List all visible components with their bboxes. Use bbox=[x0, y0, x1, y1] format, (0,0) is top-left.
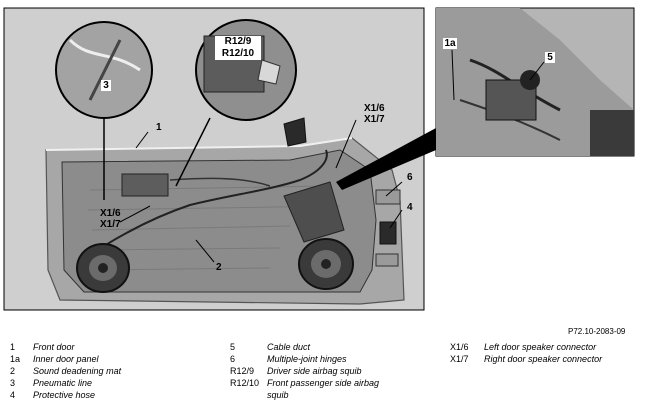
callout-sound-deadening-mat: 2 bbox=[216, 262, 222, 273]
legend-text: Cable duct bbox=[267, 342, 311, 352]
legend-text: Sound deadening mat bbox=[33, 366, 122, 376]
legend-code: 1 bbox=[10, 342, 16, 352]
legend-code: 1a bbox=[10, 354, 21, 364]
legend-code: 6 bbox=[230, 354, 236, 364]
callout-x1-7-left: X1/7 bbox=[100, 219, 121, 230]
legend-text: Front door bbox=[33, 342, 75, 352]
legend-code: 3 bbox=[10, 378, 16, 388]
airbag-module bbox=[121, 173, 169, 197]
legend-code: R12/9 bbox=[230, 366, 255, 376]
callout-x1-7-right: X1/7 bbox=[364, 114, 385, 125]
legend-text: Protective hose bbox=[33, 390, 96, 400]
legend-text: Front passenger side airbag bbox=[267, 378, 380, 388]
legend-code: 4 bbox=[10, 390, 16, 400]
speaker-cable bbox=[103, 149, 328, 247]
callout-x1-6-right: X1/6 bbox=[364, 103, 385, 114]
protective-hose bbox=[379, 221, 397, 245]
legend-code: 5 bbox=[230, 342, 236, 352]
callout-r12-10: R12/10 bbox=[215, 48, 261, 60]
callout-x1-6-left: X1/6 bbox=[100, 208, 121, 219]
callout-cable-duct: 5 bbox=[545, 52, 555, 63]
callout-protective-hose: 4 bbox=[407, 202, 413, 213]
cable-duct bbox=[283, 181, 345, 243]
legend-code: X1/7 bbox=[450, 354, 469, 364]
connector-wedge bbox=[336, 128, 436, 190]
multiple-joint-hinges bbox=[375, 189, 401, 205]
legend-text: squib bbox=[267, 390, 289, 400]
callout-inner-door-panel: 1a bbox=[443, 38, 457, 49]
legend-code: X1/6 bbox=[450, 342, 469, 352]
callout-pneumatic-line: 3 bbox=[101, 80, 111, 91]
callout-multiple-joint-hinges: 6 bbox=[407, 172, 413, 183]
legend-text: Pneumatic line bbox=[33, 378, 93, 388]
legend-code: 2 bbox=[10, 366, 16, 376]
figure-reference: P72.10-2083-09 bbox=[568, 327, 626, 336]
callout-r12-9: R12/9 bbox=[215, 36, 261, 48]
legend-text: Inner door panel bbox=[33, 354, 99, 364]
legend-text: Multiple-joint hinges bbox=[267, 354, 347, 364]
legend-text: Left door speaker connector bbox=[484, 342, 597, 352]
legend-text: Driver side airbag squib bbox=[267, 366, 362, 376]
legend-code: R12/10 bbox=[230, 378, 260, 388]
callout-front-door: 1 bbox=[156, 122, 162, 133]
legend-text: Right door speaker connector bbox=[484, 354, 603, 364]
